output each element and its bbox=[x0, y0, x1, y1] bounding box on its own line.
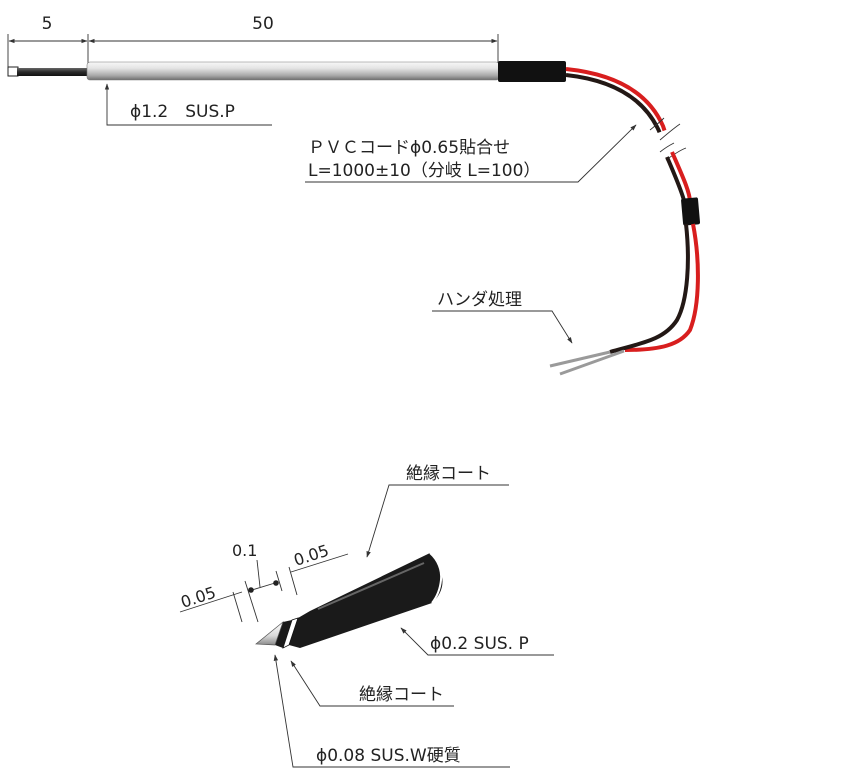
pvc-cord bbox=[565, 67, 701, 354]
solder-label-leader bbox=[432, 310, 573, 344]
insulation-top-leader bbox=[366, 484, 509, 558]
cord-label-leader bbox=[305, 124, 637, 183]
ext-line-d bbox=[288, 566, 298, 596]
wire-label: ϕ0.2 SUS. P bbox=[430, 634, 529, 654]
probe-sheath bbox=[86, 61, 500, 81]
insulation-bottom-label: 絶縁コート bbox=[359, 685, 444, 705]
dim-line-005-right bbox=[290, 553, 349, 573]
sensor-tip bbox=[7, 66, 89, 77]
tip-label-leader bbox=[273, 654, 510, 768]
dim-label-probe: 50 bbox=[252, 14, 274, 34]
heat-shrink-tube bbox=[498, 61, 566, 82]
ext-line-b bbox=[244, 580, 259, 623]
cord-label-line1: ＰＶＣコードϕ0.65貼合せ bbox=[308, 138, 510, 158]
dim-line-01 bbox=[251, 582, 276, 591]
dimension-lines bbox=[7, 34, 499, 70]
dim-dot-right bbox=[273, 580, 279, 586]
ext-line-a bbox=[232, 591, 243, 623]
wire-label-leader bbox=[400, 627, 554, 656]
detail-dimensions bbox=[179, 553, 349, 623]
insulation-top-label: 絶縁コート bbox=[406, 464, 491, 484]
dim-label-01: 0.1 bbox=[232, 541, 257, 560]
tip-detail bbox=[255, 552, 443, 649]
dim-line-005-left bbox=[179, 591, 243, 613]
probe-label: ϕ1.2 SUS.P bbox=[130, 102, 235, 122]
dim-dot-left bbox=[248, 587, 254, 593]
dim-label-005-left: 0.05 bbox=[178, 583, 218, 612]
probe-label-leader bbox=[104, 83, 272, 126]
dim-label-tip: 5 bbox=[42, 14, 53, 34]
solder-label: ハンダ処理 bbox=[437, 290, 522, 310]
cord-label-line2: L=1000±10（分岐 L=100） bbox=[308, 161, 540, 181]
tip-label: ϕ0.08 SUS.W硬質 bbox=[316, 746, 461, 766]
soldered-leads bbox=[549, 349, 625, 376]
ext-line-c bbox=[275, 570, 283, 592]
dim-leader-01 bbox=[256, 559, 261, 588]
insulation-bottom-leader bbox=[290, 660, 454, 707]
